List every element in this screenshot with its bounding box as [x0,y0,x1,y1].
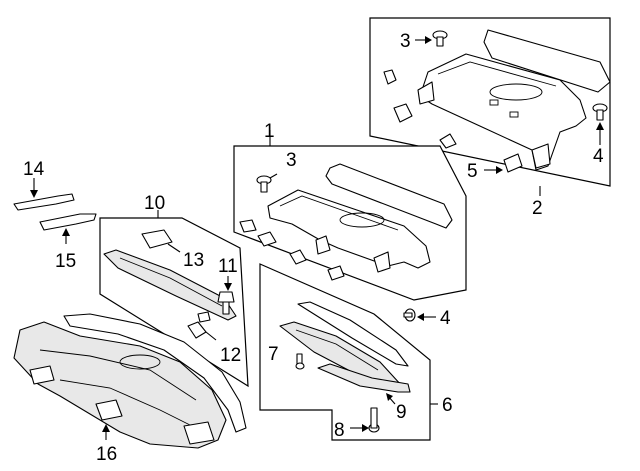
callout-11: 11 [218,256,238,277]
callout-16: 16 [96,444,117,465]
package-tray-panel-middle [267,163,453,273]
rear-shelf-panel-16 [13,313,247,449]
bolt-7 [295,353,305,370]
callout-2: 2 [532,198,543,219]
bolt-11 [217,291,235,315]
trim-14 [13,193,75,211]
screw-3-middle [256,175,272,193]
callout-6: 6 [442,395,453,416]
screw-4-upper [592,103,608,121]
clip-pieces-middle [239,219,345,281]
callout-5: 5 [467,161,478,182]
callout-12: 12 [220,345,241,366]
callout-4: 4 [440,308,451,329]
callout-4: 4 [593,146,604,167]
bracket-12 [187,311,211,339]
screw-4-middle [403,308,416,322]
callout-3: 3 [400,31,411,52]
clip-pieces-upper [383,69,457,149]
callout-14: 14 [23,159,45,180]
pad-13 [141,229,173,249]
bolt-8 [368,407,380,433]
callout-3: 3 [286,150,297,171]
callout-1: 1 [264,121,275,142]
callout-7: 7 [268,344,279,365]
brace-9 [317,363,411,393]
trim-strip-upper [297,301,409,367]
callout-15: 15 [55,251,76,272]
package-tray-panel-upper [417,29,611,171]
trim-15 [39,213,97,231]
screw-3-upper [432,30,448,47]
retainer-5 [503,153,523,173]
callout-9: 9 [396,402,407,423]
callout-10: 10 [144,193,165,214]
callout-8: 8 [334,420,345,441]
support-rail-10 [103,249,237,321]
callout-13: 13 [183,250,204,271]
